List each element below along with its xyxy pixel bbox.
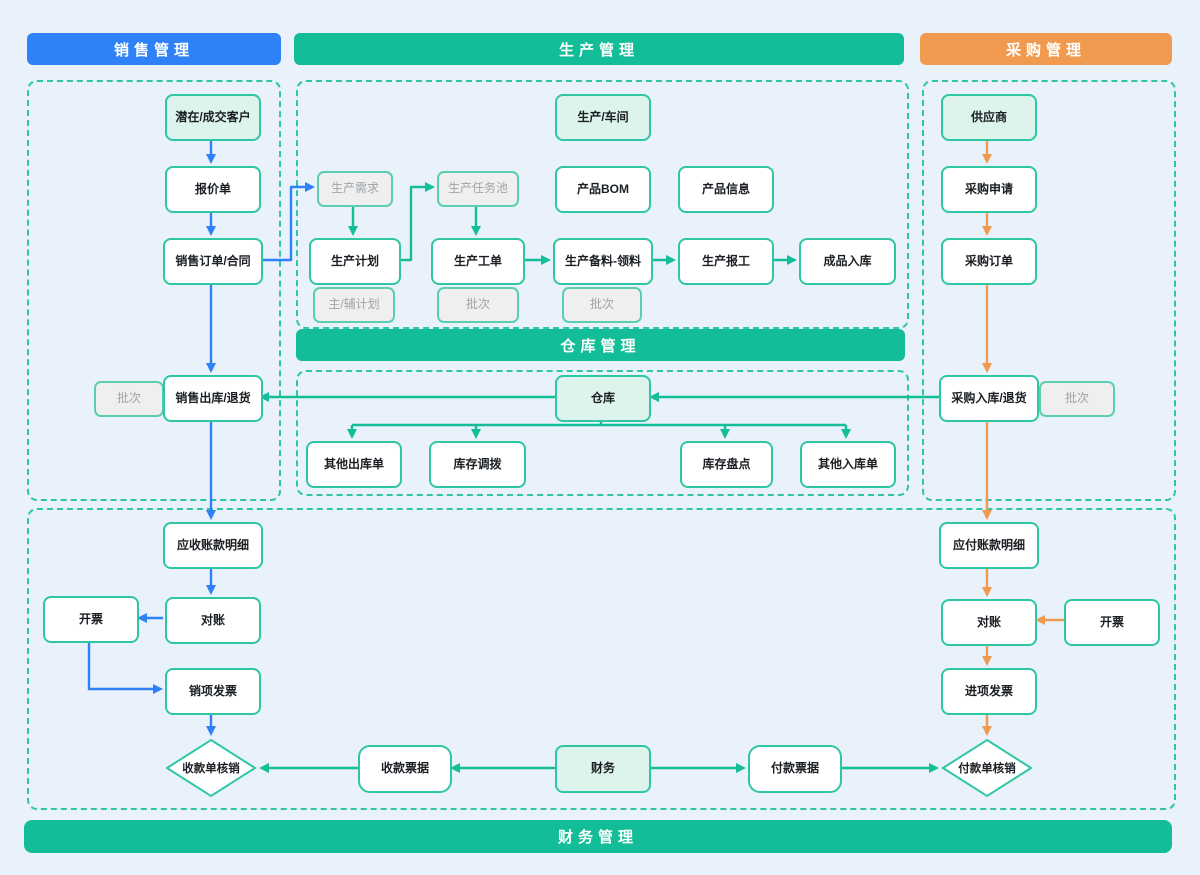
banner-warehouse-management: 仓库管理 [296, 329, 905, 361]
node-receipt-writeoff: 收款单核销 [165, 738, 257, 798]
zone-warehouse [296, 370, 909, 496]
node-sales-outbound: 销售出库/退货 [163, 375, 263, 422]
sales-flow-arrows [87, 137, 315, 736]
node-purchase-inbound: 采购入库/退货 [939, 375, 1039, 422]
node-product-info: 产品信息 [678, 166, 774, 213]
node-quote: 报价单 [165, 166, 261, 213]
node-receipt-note: 收款票据 [358, 745, 452, 793]
node-invoicing-left: 开票 [43, 596, 139, 643]
node-purchase-request: 采购申请 [941, 166, 1037, 213]
zone-procurement [922, 80, 1176, 501]
node-invoicing-right: 开票 [1064, 599, 1160, 646]
node-finance-dept: 财务 [555, 745, 651, 793]
node-supplier: 供应商 [941, 94, 1037, 141]
node-ar-detail: 应收账款明细 [163, 522, 263, 569]
node-work-report: 生产报工 [678, 238, 774, 285]
node-finished-goods-inbound: 成品入库 [799, 238, 896, 285]
zone-sales [27, 80, 281, 501]
receipt-writeoff-label: 收款单核销 [182, 763, 240, 775]
production-warehouse-flow-arrows [259, 182, 941, 439]
node-sales-order: 销售订单/合同 [163, 238, 263, 285]
node-batch-purchase: 批次 [1039, 381, 1115, 417]
zone-production [296, 80, 909, 329]
node-ap-detail: 应付账款明细 [939, 522, 1039, 569]
node-batch-material: 批次 [562, 287, 642, 323]
node-payment-writeoff: 付款单核销 [941, 738, 1033, 798]
node-other-outbound: 其他出库单 [306, 441, 402, 488]
zone-finance [27, 508, 1176, 810]
node-stock-transfer: 库存调拨 [429, 441, 526, 488]
node-task-pool: 生产任务池 [437, 171, 519, 207]
node-product-bom: 产品BOM [555, 166, 651, 213]
node-input-invoice: 进项发票 [941, 668, 1037, 715]
node-other-inbound: 其他入库单 [800, 441, 896, 488]
node-reconciliation-left: 对账 [165, 597, 261, 644]
banner-sales-management: 销售管理 [27, 33, 281, 65]
node-main-aux-plan: 主/辅计划 [313, 287, 395, 323]
node-stock-check: 库存盘点 [680, 441, 773, 488]
node-material-preparation: 生产备料-领料 [553, 238, 653, 285]
node-warehouse: 仓库 [555, 375, 651, 422]
node-sales-invoice: 销项发票 [165, 668, 261, 715]
node-reconciliation-right: 对账 [941, 599, 1037, 646]
node-purchase-order: 采购订单 [941, 238, 1037, 285]
banner-production-management: 生产管理 [294, 33, 904, 65]
node-production-plan: 生产计划 [309, 238, 401, 285]
node-production-demand: 生产需求 [317, 171, 393, 207]
node-batch-workorder: 批次 [437, 287, 519, 323]
node-payment-note: 付款票据 [748, 745, 842, 793]
node-batch-sales: 批次 [94, 381, 164, 417]
node-work-order: 生产工单 [431, 238, 525, 285]
node-customer: 潜在/成交客户 [165, 94, 261, 141]
node-production-workshop: 生产/车间 [555, 94, 651, 141]
payment-writeoff-label: 付款单核销 [958, 763, 1016, 775]
banner-finance-management: 财务管理 [24, 820, 1172, 853]
banner-procurement-management: 采购管理 [920, 33, 1172, 65]
